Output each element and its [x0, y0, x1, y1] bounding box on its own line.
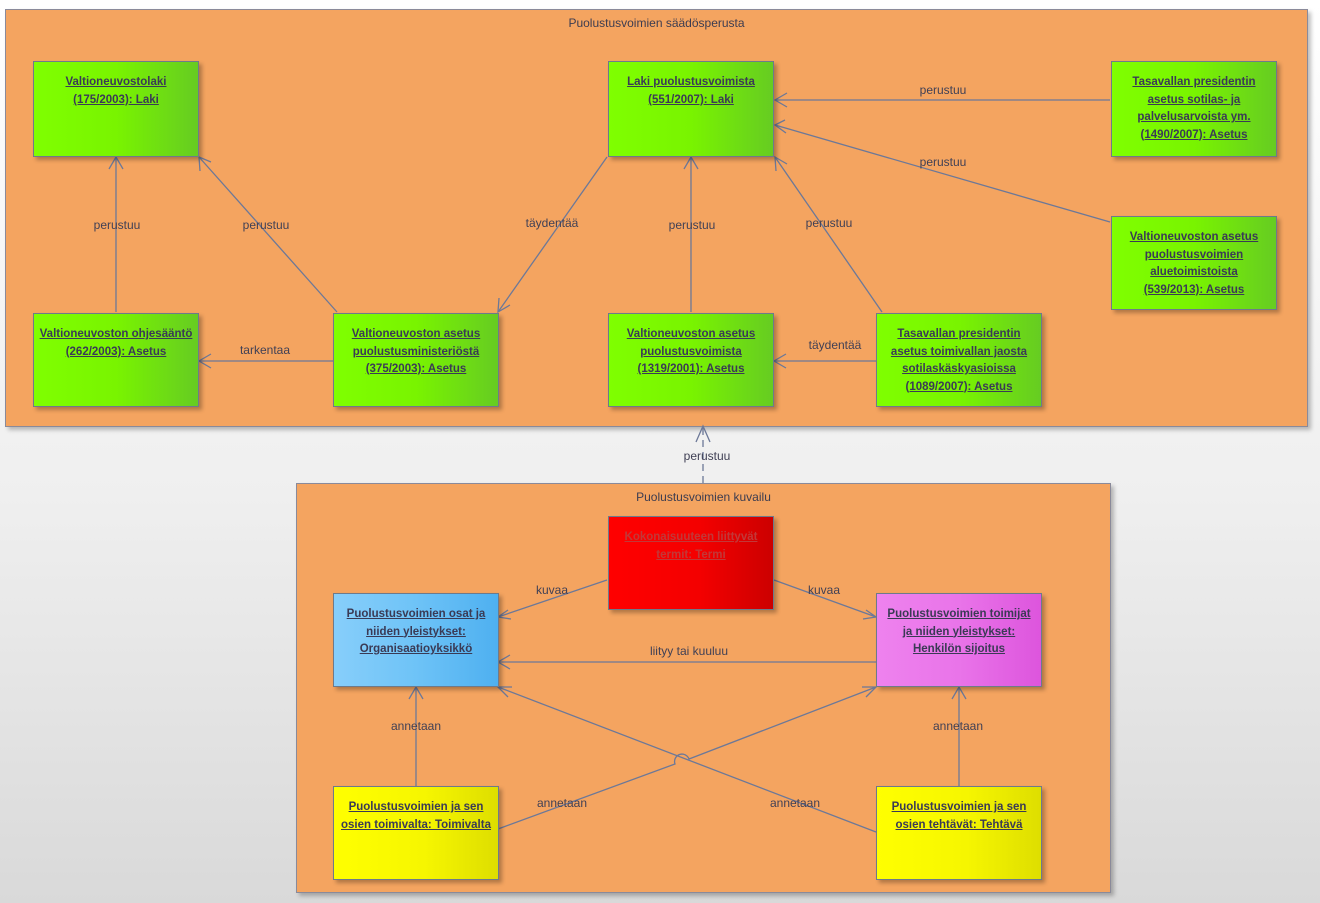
package-title: Puolustusvoimien kuvailu [636, 490, 771, 504]
node-termit[interactable]: Kokonaisuuteen liittyvät termit: Termi [608, 516, 774, 610]
edge-label: perustuu [805, 216, 853, 230]
node-label: Laki puolustusvoimista (551/2007): Laki [627, 76, 755, 106]
node-organisaatioyksikko[interactable]: Puolustusvoimien osat ja niiden yleistyk… [333, 593, 499, 687]
edge-label: perustuu [919, 155, 967, 169]
node-vn-aluetoimistoista[interactable]: Valtioneuvoston asetus puolustusvoimien … [1111, 216, 1277, 310]
edge-label: täydentää [525, 216, 579, 230]
edge-label: liityy tai kuuluu [649, 644, 729, 658]
node-label: Valtioneuvoston asetus puolustusvoimista… [626, 328, 756, 375]
edge-label: kuvaa [807, 583, 841, 597]
edge-label: perustuu [683, 449, 731, 463]
node-laki-puolustusvoimista[interactable]: Laki puolustusvoimista (551/2007): Laki [608, 61, 774, 157]
node-label: Tasavallan presidentin asetus sotilas- j… [1132, 76, 1256, 141]
node-valtioneuvostolaki[interactable]: Valtioneuvostolaki (175/2003): Laki [33, 61, 199, 157]
node-vn-puolustusvoimista[interactable]: Valtioneuvoston asetus puolustusvoimista… [608, 313, 774, 407]
node-toimivalta[interactable]: Puolustusvoimien ja sen osien toimivalta… [333, 786, 499, 880]
node-label: Puolustusvoimien ja sen osien tehtävät: … [891, 801, 1027, 831]
edge-label: annetaan [390, 719, 442, 733]
node-presidentti-toimivalta[interactable]: Tasavallan presidentin asetus toimivalla… [876, 313, 1042, 407]
edge-label: annetaan [932, 719, 984, 733]
edge-label: kuvaa [535, 583, 569, 597]
node-tehtava[interactable]: Puolustusvoimien ja sen osien tehtävät: … [876, 786, 1042, 880]
edge-label: tarkentaa [239, 343, 291, 357]
edge-label: annetaan [536, 796, 588, 810]
node-vn-puolustusministeriosta[interactable]: Valtioneuvoston asetus puolustusminister… [333, 313, 499, 407]
edge-label: annetaan [769, 796, 821, 810]
node-label: Tasavallan presidentin asetus toimivalla… [890, 328, 1028, 393]
edge-label: perustuu [668, 218, 716, 232]
node-label: Valtioneuvoston ohjesääntö (262/2003): A… [39, 328, 193, 358]
node-label: Kokonaisuuteen liittyvät termit: Termi [624, 531, 758, 561]
edge-label: perustuu [919, 83, 967, 97]
node-label: Puolustusvoimien ja sen osien toimivalta… [341, 801, 491, 831]
node-label: Puolustusvoimien toimijat ja niiden ylei… [887, 608, 1031, 655]
node-vn-ohjesaanto[interactable]: Valtioneuvoston ohjesääntö (262/2003): A… [33, 313, 199, 407]
node-presidentti-sotilasarvot[interactable]: Tasavallan presidentin asetus sotilas- j… [1111, 61, 1277, 157]
node-label: Valtioneuvostolaki (175/2003): Laki [65, 76, 167, 106]
node-henkilon-sijoitus[interactable]: Puolustusvoimien toimijat ja niiden ylei… [876, 593, 1042, 687]
node-label: Valtioneuvoston asetus puolustusvoimien … [1129, 231, 1259, 296]
edge-label: täydentää [808, 338, 862, 352]
edge-label: perustuu [242, 218, 290, 232]
package-title: Puolustusvoimien säädösperusta [568, 16, 745, 30]
node-label: Puolustusvoimien osat ja niiden yleistyk… [346, 608, 486, 655]
edge-label: perustuu [93, 218, 141, 232]
node-label: Valtioneuvoston asetus puolustusminister… [351, 328, 481, 375]
